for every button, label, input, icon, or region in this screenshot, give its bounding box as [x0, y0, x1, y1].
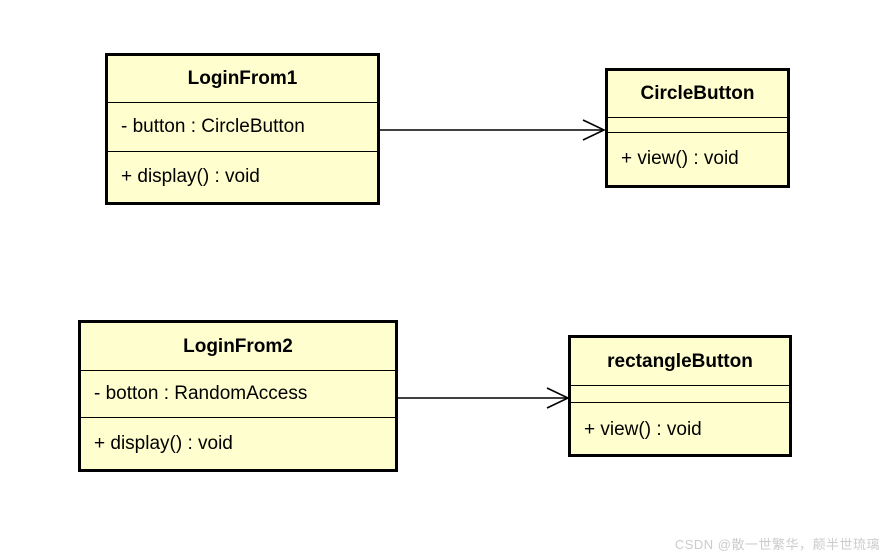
class-methods-section: + display() : void	[81, 418, 395, 469]
class-methods-section: + view() : void	[608, 133, 787, 185]
class-attributes-section	[571, 386, 789, 403]
class-box-circlebutton: CircleButton + view() : void	[605, 68, 790, 188]
class-attributes-section: - botton : RandomAccess	[81, 371, 395, 418]
class-attribute: - botton : RandomAccess	[94, 383, 308, 404]
class-method: + view() : void	[584, 418, 702, 440]
class-box-loginfrom2: LoginFrom2 - botton : RandomAccess + dis…	[78, 320, 398, 472]
class-box-loginfrom1: LoginFrom1 - button : CircleButton + dis…	[105, 53, 380, 205]
class-attributes-section: - button : CircleButton	[108, 103, 377, 152]
association-arrow-loginfrom1-circlebutton	[380, 119, 606, 141]
class-title: LoginFrom2	[81, 323, 395, 371]
watermark: CSDN @散一世繁华，颠半世琉璃	[674, 537, 880, 552]
class-methods-section: + view() : void	[571, 403, 789, 456]
class-box-rectanglebutton: rectangleButton + view() : void	[568, 335, 792, 457]
class-method: + view() : void	[621, 148, 739, 169]
class-title: CircleButton	[608, 71, 787, 118]
class-title: rectangleButton	[571, 338, 789, 386]
class-method: + display() : void	[121, 166, 260, 187]
class-method: + display() : void	[94, 432, 233, 454]
class-attribute: - button : CircleButton	[121, 116, 305, 137]
class-attributes-section	[608, 118, 787, 133]
association-arrow-loginfrom2-rectanglebutton	[398, 387, 570, 409]
class-methods-section: + display() : void	[108, 152, 377, 202]
class-title: LoginFrom1	[108, 56, 377, 103]
